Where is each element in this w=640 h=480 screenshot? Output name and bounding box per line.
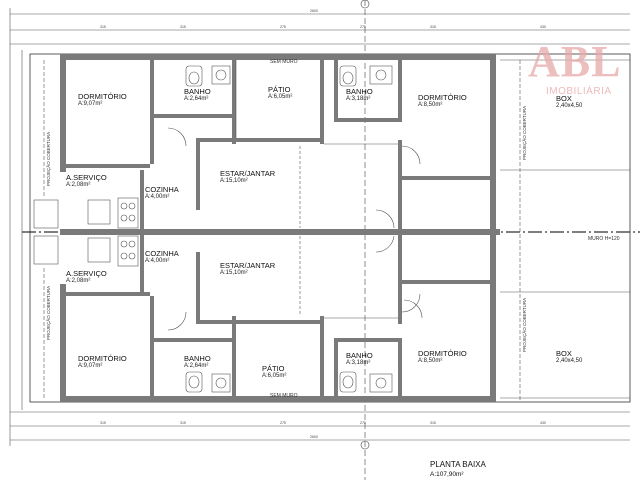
room-area: A:6,05m²: [262, 373, 287, 380]
svg-text:315: 315: [180, 25, 186, 29]
svg-text:430: 430: [540, 25, 546, 29]
room-area: A:9,07m²: [78, 101, 103, 108]
room-name: DORMITÓRIO: [418, 349, 467, 358]
room-name: DORMITÓRIO: [78, 354, 127, 363]
room-box-bottom: BOX 2,40x4,50: [556, 349, 583, 365]
room-banho-right-bottom: BANHO A:3,18m²: [346, 351, 373, 367]
svg-text:275: 275: [280, 25, 286, 29]
sem-muro-top: SEM MURO: [270, 59, 298, 65]
room-area: A:8,50m²: [418, 102, 443, 109]
room-name: PÁTIO: [268, 85, 291, 94]
watermark-logo: ABL: [528, 37, 622, 86]
room-name: PÁTIO: [262, 364, 285, 373]
room-name: DORMITÓRIO: [78, 92, 127, 101]
room-servico-top: A.SERVIÇO A:2,08m²: [66, 173, 107, 189]
svg-text:2600: 2600: [310, 435, 318, 439]
room-name: ESTAR/JANTAR: [220, 261, 276, 270]
svg-text:275: 275: [360, 421, 366, 425]
muro-label: MURO H=120: [588, 236, 620, 242]
svg-text:315: 315: [180, 421, 186, 425]
room-name: BOX: [556, 94, 572, 103]
room-area: A:2,64m²: [184, 363, 209, 370]
room-name: BANHO: [346, 351, 373, 360]
plan-title: PLANTA BAIXA: [430, 460, 486, 469]
room-area: 2,40x4,50: [556, 358, 583, 365]
room-area: A:15,10m²: [220, 270, 248, 277]
walls: [60, 54, 500, 402]
room-name: ESTAR/JANTAR: [220, 169, 276, 178]
room-patio-bottom: PÁTIO A:6,05m²: [262, 364, 287, 380]
room-servico-bottom: A.SERVIÇO A:2,08m²: [66, 269, 107, 285]
room-dormitorio-left-top: DORMITÓRIO A:9,07m²: [78, 92, 127, 108]
room-dormitorio-right-bottom: DORMITÓRIO A:8,50m²: [418, 349, 467, 365]
svg-text:430: 430: [540, 421, 546, 425]
svg-text:275: 275: [360, 25, 366, 29]
room-name: COZINHA: [145, 185, 179, 194]
room-name: BANHO: [184, 354, 211, 363]
room-area: A:4,00m²: [145, 258, 170, 265]
room-area: A:2,64m²: [184, 96, 209, 103]
svg-text:315: 315: [100, 421, 106, 425]
room-banho-left-top: BANHO A:2,64m²: [184, 87, 211, 103]
room-name: A.SERVIÇO: [66, 269, 107, 278]
room-patio-top: PÁTIO A:6,05m²: [268, 85, 293, 101]
room-name: BOX: [556, 349, 572, 358]
room-area: 2,40x4,50: [556, 103, 583, 110]
svg-text:315: 315: [100, 25, 106, 29]
room-area: A:6,05m²: [268, 94, 293, 101]
svg-text:2600: 2600: [310, 9, 318, 13]
room-estar-top: ESTAR/JANTAR A:15,10m²: [220, 169, 276, 185]
room-area: A:9,07m²: [78, 363, 103, 370]
projecao-cobertura-top: PROJEÇÃO COBERTURA: [46, 131, 51, 186]
room-area: A:3,18m²: [346, 360, 371, 367]
dimension-lines: [9, 8, 630, 446]
plan-area: A:107,90m²: [430, 471, 464, 478]
svg-text:315: 315: [430, 25, 436, 29]
room-area: A:8,50m²: [418, 358, 443, 365]
sem-muro-bottom: SEM MURO: [270, 393, 298, 399]
room-name: BANHO: [346, 87, 373, 96]
room-area: A:3,18m²: [346, 96, 371, 103]
room-cozinha-top: COZINHA A:4,00m²: [145, 185, 179, 201]
room-area: A:2,08m²: [66, 182, 91, 189]
room-banho-right-top: BANHO A:3,18m²: [346, 87, 373, 103]
room-banho-left-bottom: BANHO A:2,64m²: [184, 354, 211, 370]
room-area: A:15,10m²: [220, 178, 248, 185]
projecao-cobertura-bottom: PROJEÇÃO COBERTURA: [46, 285, 51, 340]
room-dormitorio-right-top: DORMITÓRIO A:8,50m²: [418, 93, 467, 109]
svg-text:315: 315: [430, 421, 436, 425]
room-cozinha-bottom: COZINHA A:4,00m²: [145, 249, 179, 265]
svg-text:275: 275: [280, 421, 286, 425]
watermark-subtitle: IMOBILIÁRIA: [546, 86, 612, 97]
projecao-cobertura-right-bottom: PROJEÇÃO COBERTURA: [522, 297, 527, 352]
room-area: A:4,00m²: [145, 194, 170, 201]
room-estar-bottom: ESTAR/JANTAR A:15,10m²: [220, 261, 276, 277]
room-dormitorio-left-bottom: DORMITÓRIO A:9,07m²: [78, 354, 127, 370]
room-area: A:2,08m²: [66, 278, 91, 285]
projecao-cobertura-right-top: PROJEÇÃO COBERTURA: [522, 105, 527, 160]
room-name: COZINHA: [145, 249, 179, 258]
room-box-top: BOX 2,40x4,50: [556, 94, 583, 110]
room-name: BANHO: [184, 87, 211, 96]
room-name: DORMITÓRIO: [418, 93, 467, 102]
room-name: A.SERVIÇO: [66, 173, 107, 182]
